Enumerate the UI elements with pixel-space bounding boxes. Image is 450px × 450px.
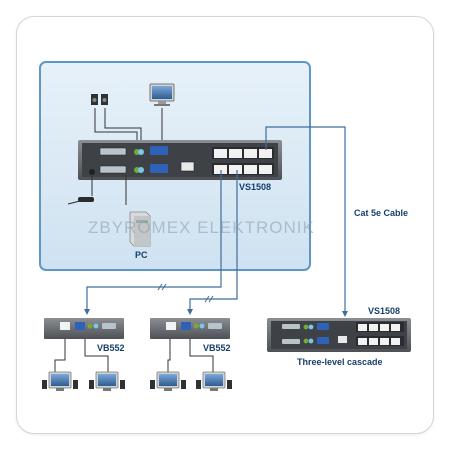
pc-tower-icon	[129, 211, 151, 247]
vb552-left-unit	[44, 318, 124, 339]
vs1508-cascade-unit	[267, 318, 411, 352]
right-switch-label: VS1508	[368, 306, 400, 316]
monitor-icon	[149, 83, 175, 106]
left-receiver-label: VB552	[97, 343, 125, 353]
cable-to-right-receiver	[187, 170, 238, 315]
workstation-2	[89, 371, 125, 391]
right-receiver-label: VB552	[203, 343, 231, 353]
cable-to-left-receiver	[84, 170, 222, 315]
pc-label: PC	[135, 250, 148, 260]
watermark: ZBYROMEX ELEKTRONIK	[88, 218, 315, 237]
top-switch-label: VS1508	[239, 182, 271, 192]
cascade-caption: Three-level cascade	[297, 357, 383, 367]
power-adapter-icon	[67, 197, 94, 205]
speakers-icon	[91, 94, 108, 105]
vb552-right-unit	[150, 318, 230, 339]
cascade-cable	[265, 126, 348, 317]
workstation-4	[196, 371, 232, 391]
workstation-3	[150, 371, 186, 391]
vs1508-main-unit	[78, 140, 282, 180]
workstation-1	[42, 371, 78, 391]
cable-label: Cat 5e Cable	[354, 208, 408, 218]
